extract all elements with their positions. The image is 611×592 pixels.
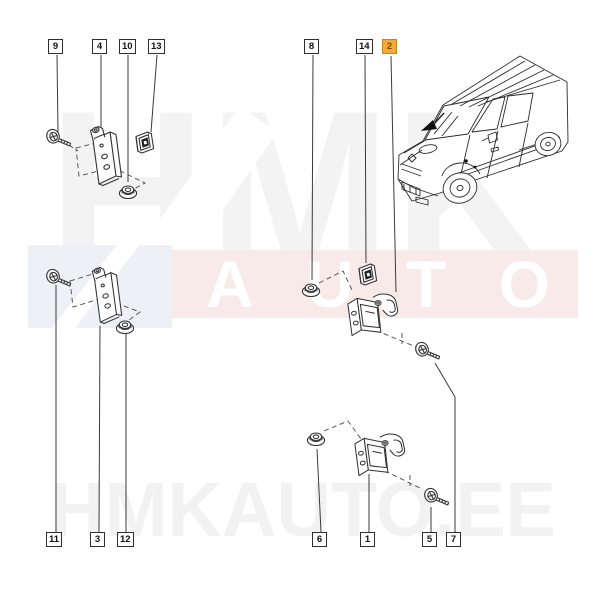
watermark-footer-text: HMKAUTO.EE — [50, 467, 556, 553]
part-callout-1[interactable]: 1 — [360, 532, 375, 547]
part-callout-7[interactable]: 7 — [446, 532, 461, 547]
part-callout-12[interactable]: 12 — [117, 532, 134, 547]
part-callout-6[interactable]: 6 — [312, 532, 327, 547]
vehicle-illustration — [397, 55, 569, 206]
part-callout-14[interactable]: 14 — [356, 39, 373, 54]
watermark-band-letter: O — [498, 247, 550, 321]
part-callout-9[interactable]: 9 — [48, 39, 63, 54]
part-callout-5[interactable]: 5 — [422, 532, 437, 547]
part-callout-2[interactable]: 2 — [382, 39, 397, 54]
leader-lines — [55, 54, 456, 533]
part-callout-4[interactable]: 4 — [92, 39, 107, 54]
door-location-arrow — [421, 112, 445, 131]
part-callout-11[interactable]: 11 — [46, 532, 63, 547]
part-callout-13[interactable]: 13 — [148, 39, 165, 54]
part-callout-10[interactable]: 10 — [119, 39, 136, 54]
watermark-band-letter: T — [406, 247, 447, 321]
watermark-band-letter: A — [206, 247, 254, 321]
part-callout-8[interactable]: 8 — [304, 39, 319, 54]
part-callout-3[interactable]: 3 — [90, 532, 105, 547]
